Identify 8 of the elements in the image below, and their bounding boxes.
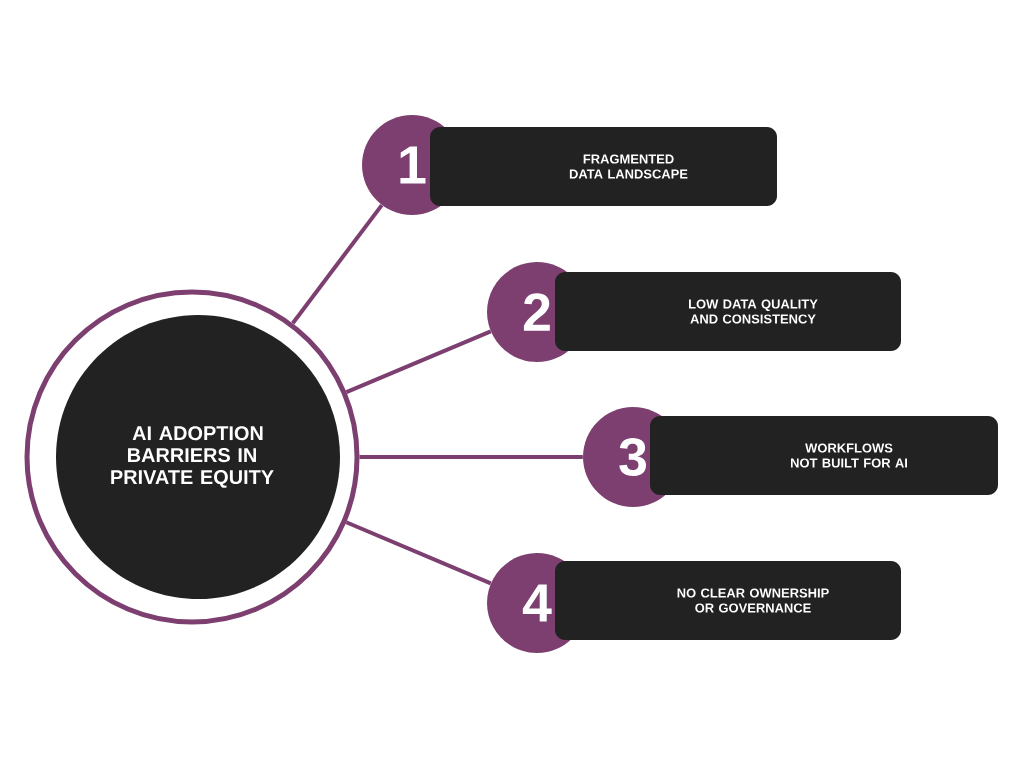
connector-line: [345, 329, 492, 394]
label-bar: NO CLEAR OWNERSHIP OR GOVERNANCE: [555, 561, 901, 640]
connector-line: [291, 203, 384, 325]
connector-line: [359, 455, 583, 459]
label-bar: WORKFLOWS NOT BUILT FOR AI: [650, 416, 998, 495]
connector-line: [345, 520, 492, 586]
label-bar: FRAGMENTED DATA LANDSCAPE: [430, 127, 777, 206]
label-bar: LOW DATA QUALITY AND CONSISTENCY: [555, 272, 901, 351]
